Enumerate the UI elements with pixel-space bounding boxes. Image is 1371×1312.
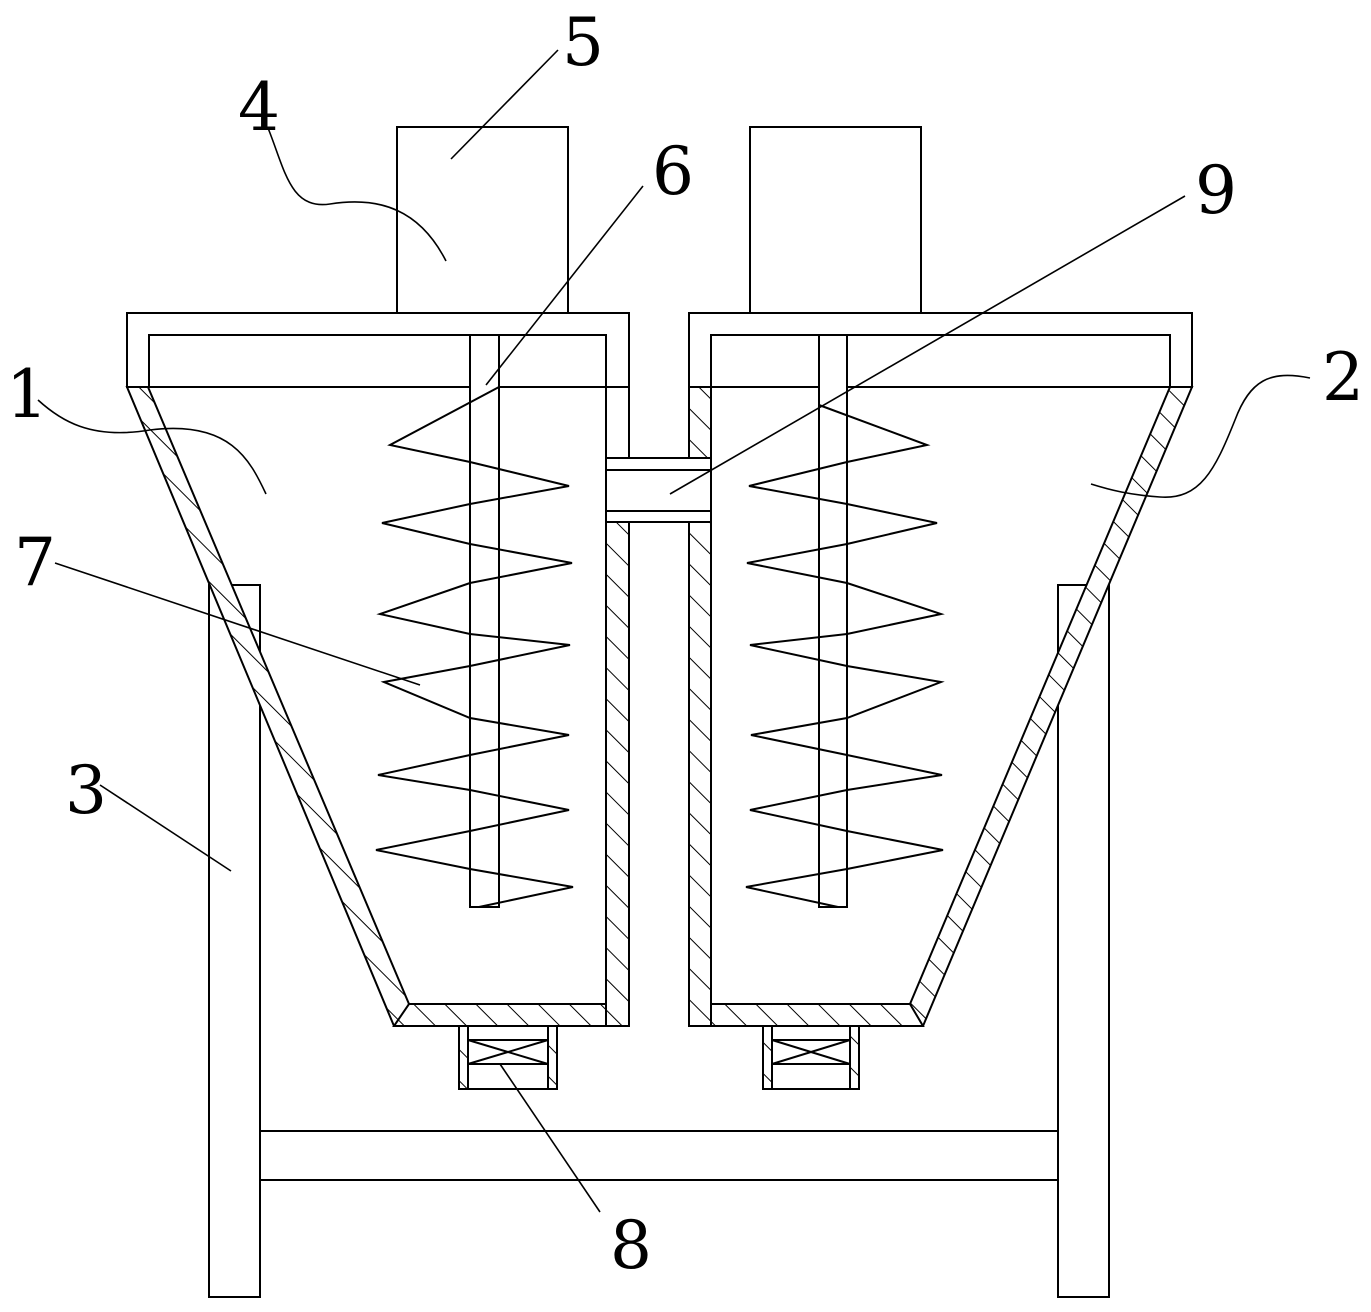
label-9: 9: [1195, 152, 1237, 229]
support-frame: [208, 584, 1110, 1298]
right-tank-inner-wall-upper: [688, 386, 712, 459]
leader-4: [267, 127, 447, 262]
right-tank-wall: [858, 386, 1194, 1027]
label-3: 3: [65, 752, 107, 829]
right-spiral-blade: [745, 404, 945, 908]
left-cover: [126, 312, 630, 388]
cross-beam: [259, 1130, 1059, 1181]
right-cover: [688, 312, 1193, 388]
label-6: 6: [652, 133, 694, 210]
leader-7: [54, 562, 421, 686]
label-1: 1: [6, 356, 48, 433]
left-tank-wall: [125, 386, 460, 1027]
right-shaft: [818, 334, 848, 908]
left-tank: [125, 386, 630, 1027]
leader-lines: [37, 49, 1311, 1213]
leader-1: [37, 399, 267, 495]
connecting-pipe: [605, 457, 712, 523]
leader-9: [669, 195, 1186, 495]
right-motor: [749, 126, 922, 314]
leader-8: [499, 1063, 601, 1213]
reference-labels: 1 2 3 4 5 6 7 8 9: [6, 4, 1364, 1284]
label-2: 2: [1322, 339, 1364, 416]
right-discharge-valve: [762, 1025, 860, 1090]
left-motor: [396, 126, 569, 314]
leader-3: [99, 784, 232, 872]
right-tank-bottom-wall: [688, 1003, 925, 1027]
left-tank-inner-wall: [605, 521, 630, 1027]
leader-6: [485, 185, 644, 386]
leader-2: [1090, 374, 1311, 498]
label-4: 4: [238, 69, 280, 146]
left-spiral-blade: [375, 386, 574, 908]
left-tank-bottom-wall: [392, 1003, 607, 1027]
right-leg: [1057, 584, 1110, 1298]
leader-5: [450, 49, 559, 160]
left-shaft: [469, 334, 500, 908]
left-discharge-valve: [458, 1025, 558, 1090]
label-8: 8: [610, 1207, 652, 1284]
right-tank-inner-wall-lower: [688, 521, 712, 1027]
left-leg: [208, 584, 261, 1298]
label-7: 7: [14, 524, 56, 601]
right-tank: [688, 386, 1194, 1027]
label-5: 5: [562, 4, 604, 81]
